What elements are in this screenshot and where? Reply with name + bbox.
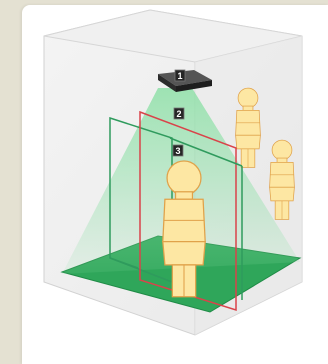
svg-text:3: 3 <box>175 146 180 156</box>
label-2: 2 <box>174 108 184 119</box>
label-3: 3 <box>173 145 183 156</box>
svg-text:2: 2 <box>176 109 181 119</box>
svg-text:1: 1 <box>177 71 182 81</box>
label-1: 1 <box>175 70 185 81</box>
